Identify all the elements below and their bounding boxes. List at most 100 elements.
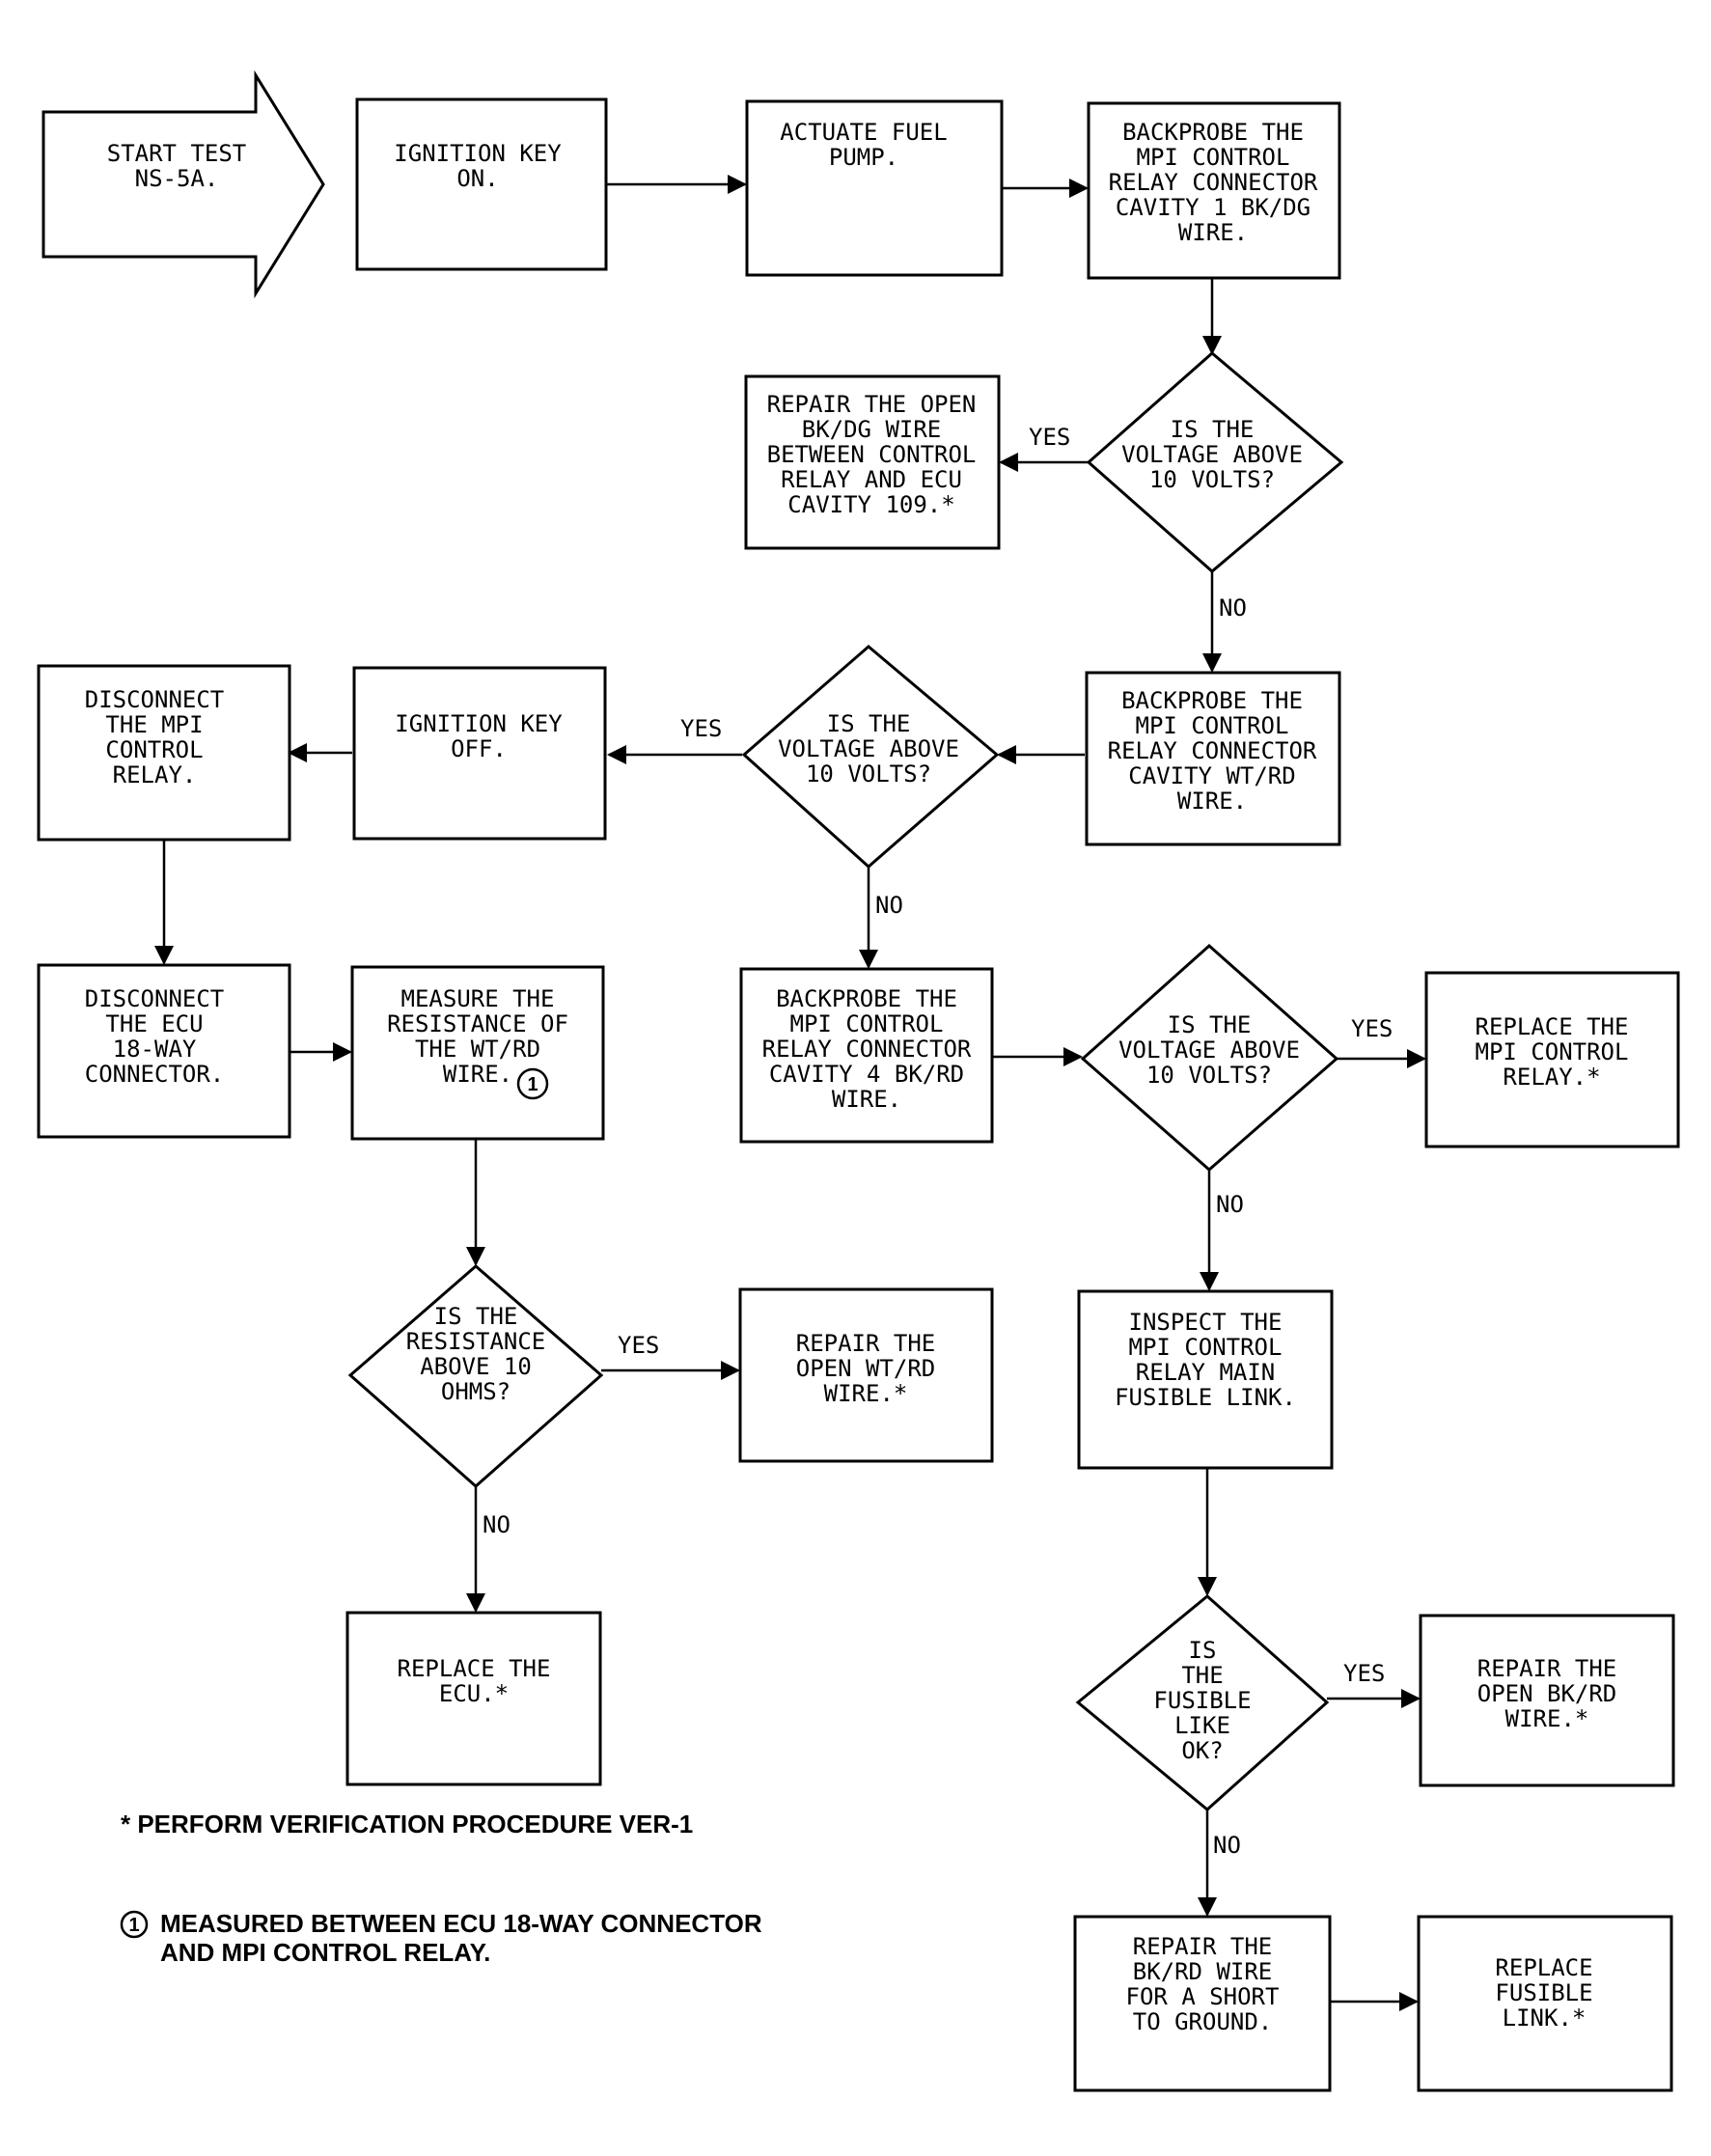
node-disc-relay-shape	[37, 664, 291, 842]
node-text-line: RESISTANCE	[406, 1328, 546, 1355]
edge-label-no1: NO	[1219, 594, 1247, 622]
node-text-line: BK/DG WIRE	[802, 416, 942, 443]
node-text-line: FUSIBLE	[1153, 1687, 1251, 1714]
node-text-line: WIRE.	[1177, 788, 1247, 815]
node-text-line: MPI CONTROL	[1137, 144, 1290, 171]
footnote-marker-1: 1	[516, 1067, 549, 1100]
connectors	[154, 175, 1426, 2011]
node-text-line: IS	[1189, 1637, 1217, 1664]
node-repair-wtrd-shape	[738, 1287, 994, 1463]
node-text-line: REPAIR THE	[1477, 1655, 1617, 1682]
node-text-line: THE ECU	[105, 1010, 203, 1037]
node-q-volt2-shape	[741, 645, 1000, 870]
edge-label-no-fusible: NO	[1213, 1832, 1241, 1859]
node-replace-ecu-shape	[345, 1611, 602, 1786]
node-text-line: LINK.*	[1503, 2004, 1587, 2032]
node-replace-link-shape	[1417, 1915, 1673, 2092]
note-verification: * PERFORM VERIFICATION PROCEDURE VER-1	[121, 1810, 693, 1838]
node-text-line: PUMP.	[829, 144, 898, 171]
node-text-line: THE WT/RD	[415, 1036, 540, 1063]
node-text-line: DISCONNECT	[85, 985, 225, 1012]
note-measured-line2: AND MPI CONTROL RELAY.	[160, 1938, 490, 1967]
node-text-line: BACKPROBE THE	[1122, 119, 1304, 146]
note-marker-circle	[120, 1910, 149, 1939]
node-start-shape	[41, 69, 325, 299]
edge-label-no-resist: NO	[483, 1511, 511, 1538]
edge-labels: YES NO YES NO YES NO YES NO YES NO	[483, 424, 1393, 1859]
node-text-line: REPAIR THE OPEN	[767, 391, 977, 418]
node-text-line: WIRE.	[1178, 219, 1248, 246]
node-text-line: CAVITY 4 BK/RD	[769, 1061, 964, 1088]
node-text-line: VOLTAGE ABOVE	[1121, 441, 1303, 468]
node-text-line: RELAY AND ECU	[781, 466, 962, 493]
node-text-line: MEASURE THE	[401, 985, 555, 1012]
node-text-line: REPAIR THE	[1133, 1933, 1273, 1960]
node-text-line: FOR A SHORT	[1126, 1983, 1280, 2010]
node-text-line: REPLACE THE	[1476, 1013, 1629, 1040]
node-text-line: NS-5A.	[135, 165, 219, 192]
node-fuel-pump-shape	[745, 99, 1004, 277]
node-text-line: IGNITION KEY	[394, 140, 562, 167]
node-inspect-link-shape	[1077, 1289, 1334, 1470]
node-text-line: RELAY CONNECTOR	[1109, 169, 1318, 196]
edge-label-no3: NO	[1216, 1191, 1244, 1218]
node-q-volt1-shape	[1086, 351, 1344, 573]
node-text-line: DISCONNECT	[85, 686, 225, 713]
node-text-line: BACKPROBE THE	[1121, 687, 1303, 714]
note-marker-number: 1	[128, 1915, 139, 1936]
node-bp-wtrd-shape	[1085, 671, 1341, 846]
node-text-line: 18-WAY	[113, 1036, 197, 1063]
shapes	[37, 69, 1680, 2092]
node-text-line: CONTROL	[105, 736, 203, 763]
node-text-line: IS THE	[1168, 1011, 1252, 1038]
node-text-line: VOLTAGE ABOVE	[778, 735, 959, 762]
node-text-line: MPI CONTROL	[1129, 1334, 1283, 1361]
node-text-line: RESISTANCE OF	[387, 1010, 568, 1037]
node-text-line: THE	[1181, 1662, 1223, 1689]
node-text-line: IS THE	[827, 710, 911, 737]
node-text-line: OK?	[1181, 1737, 1223, 1764]
node-text-line: RELAY CONNECTOR	[1108, 737, 1317, 764]
node-bp-cav1-shape	[1087, 101, 1341, 280]
node-text-line: IS THE	[434, 1303, 518, 1330]
node-text-line: THE MPI	[105, 711, 203, 738]
node-text-line: REPLACE THE	[398, 1655, 551, 1682]
node-text-line: CONNECTOR.	[85, 1061, 225, 1088]
node-q-resist-shape	[347, 1264, 604, 1489]
node-measure-shape	[350, 965, 605, 1141]
node-text-line: FUSIBLE LINK.	[1115, 1384, 1296, 1411]
node-text-line: START TEST	[107, 140, 247, 167]
node-repair-bkdg-shape	[744, 374, 1001, 550]
node-text-line: OPEN WT/RD	[796, 1355, 936, 1382]
edge-label-yes-fusible: YES	[1343, 1660, 1385, 1687]
node-text-line: OFF.	[451, 735, 507, 762]
node-disc-ecu-shape	[37, 963, 291, 1139]
node-text-line: ON.	[456, 165, 498, 192]
node-text-line: REPLACE	[1495, 1954, 1592, 1981]
node-text-line: RELAY.	[113, 761, 197, 788]
node-text-line: RELAY.*	[1503, 1064, 1600, 1091]
node-text-line: OPEN BK/RD	[1477, 1680, 1617, 1707]
edge-label-yes-resist: YES	[618, 1332, 659, 1359]
node-repair-short-shape	[1073, 1915, 1332, 2092]
node-q-volt3-shape	[1080, 943, 1339, 1172]
node-text-line: LIKE	[1174, 1712, 1230, 1739]
